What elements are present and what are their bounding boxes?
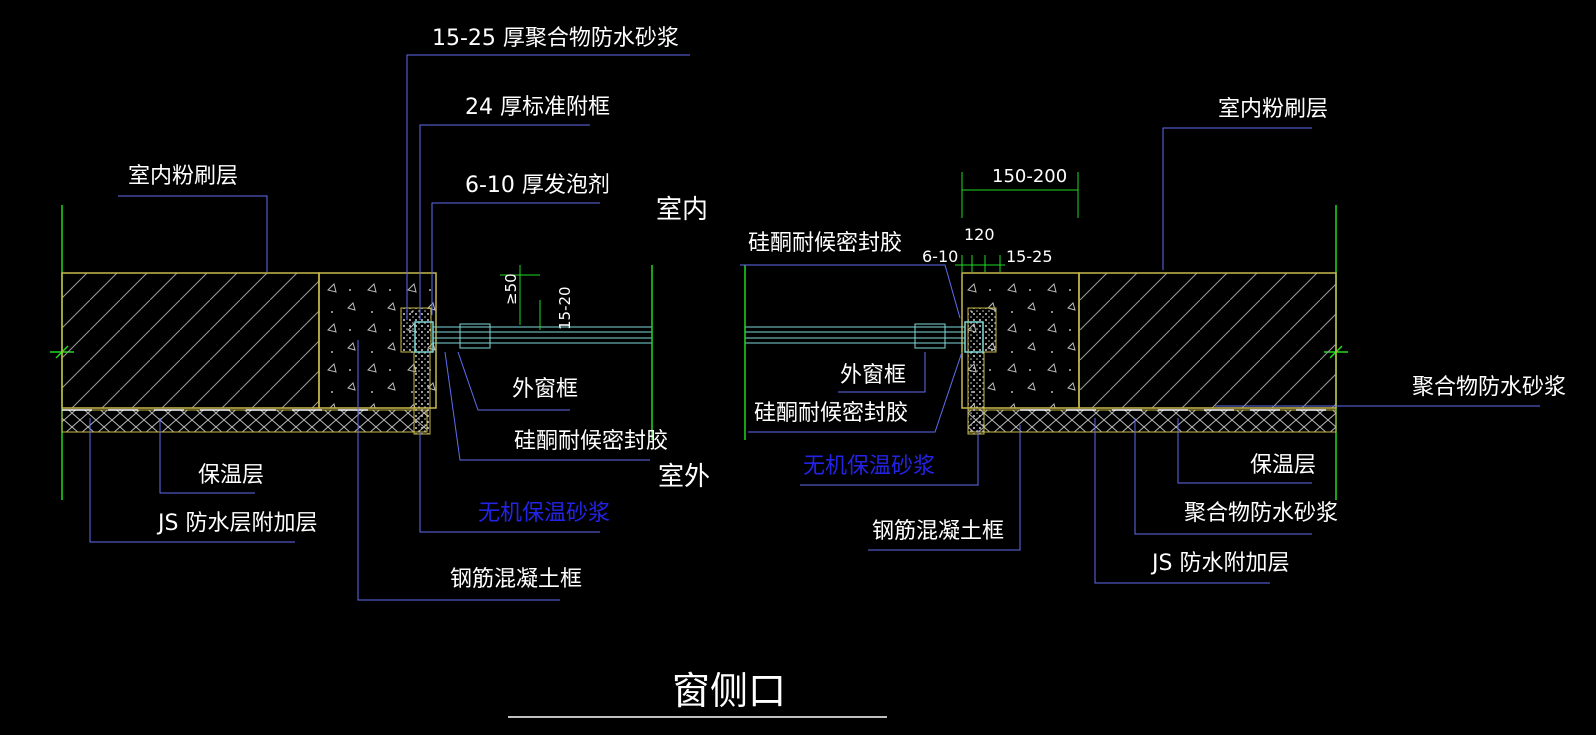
left-leaders <box>89 54 690 601</box>
left-detail <box>50 54 690 601</box>
label-js-extra-left: JS 防水层附加层 <box>156 511 317 536</box>
label-plaster-right: 室内粉刷层 <box>1218 97 1328 122</box>
right-inorganic-mortar <box>967 351 985 435</box>
left-inorganic-mortar <box>413 351 431 435</box>
right-window-frame <box>964 321 984 353</box>
right-leaders <box>740 127 1540 584</box>
label-inorganic-left: 无机保温砂浆 <box>478 501 610 526</box>
right-corner-mortar <box>967 307 997 353</box>
label-outer-frame-left: 外窗框 <box>512 377 578 402</box>
label-150-200: 150-200 <box>992 166 1067 187</box>
label-polymer-15-25: 15-25 厚聚合物防水砂浆 <box>432 26 679 51</box>
drawing-title: 窗侧口 <box>672 669 786 713</box>
label-js-right: JS 防水附加层 <box>1150 551 1289 576</box>
label-polymer2-right: 聚合物防水砂浆 <box>1184 501 1338 526</box>
dim-label-50: ≥50 <box>502 273 520 305</box>
left-wall-masonry <box>61 272 320 409</box>
label-outer-frame-right: 外窗框 <box>840 363 906 388</box>
label-rc-frame-left: 钢筋混凝土框 <box>450 567 582 592</box>
label-indoor: 室内 <box>656 195 708 225</box>
label-15-25-right: 15-25 <box>1006 247 1053 266</box>
left-glass-panel <box>433 323 652 349</box>
label-outdoor: 室外 <box>658 462 710 492</box>
label-rc-frame-right: 钢筋混凝土框 <box>872 519 1004 544</box>
label-sealant-right-top: 硅酮耐候密封胶 <box>748 231 902 256</box>
right-glass-panel <box>745 323 965 349</box>
label-sealant-right: 硅酮耐候密封胶 <box>754 401 908 426</box>
right-insulation-layer <box>967 409 1337 433</box>
label-foam: 6-10 厚发泡剂 <box>465 173 610 198</box>
label-120: 120 <box>964 225 995 244</box>
left-window-frame <box>414 321 434 353</box>
labels: 15-25 厚聚合物防水砂浆 24 厚标准附框 6-10 厚发泡剂 室内 室内粉… <box>128 26 1566 713</box>
label-polymer-right: 聚合物防水砂浆 <box>1412 375 1566 400</box>
right-detail <box>740 127 1540 584</box>
right-wall-masonry <box>1078 272 1337 409</box>
left-insulation-layer <box>61 409 428 433</box>
label-6-10-right: 6-10 <box>922 247 958 266</box>
right-dimensions <box>955 172 1079 272</box>
label-sealant-left: 硅酮耐候密封胶 <box>514 429 668 454</box>
label-insulation-right: 保温层 <box>1250 453 1316 478</box>
label-std-frame: 24 厚标准附框 <box>465 95 610 120</box>
left-corner-mortar <box>400 307 432 353</box>
label-inorganic-right: 无机保温砂浆 <box>803 454 935 479</box>
label-insulation-left: 保温层 <box>198 463 264 488</box>
label-plaster-left: 室内粉刷层 <box>128 164 238 189</box>
dim-label-15-20: 15-20 <box>556 286 574 330</box>
